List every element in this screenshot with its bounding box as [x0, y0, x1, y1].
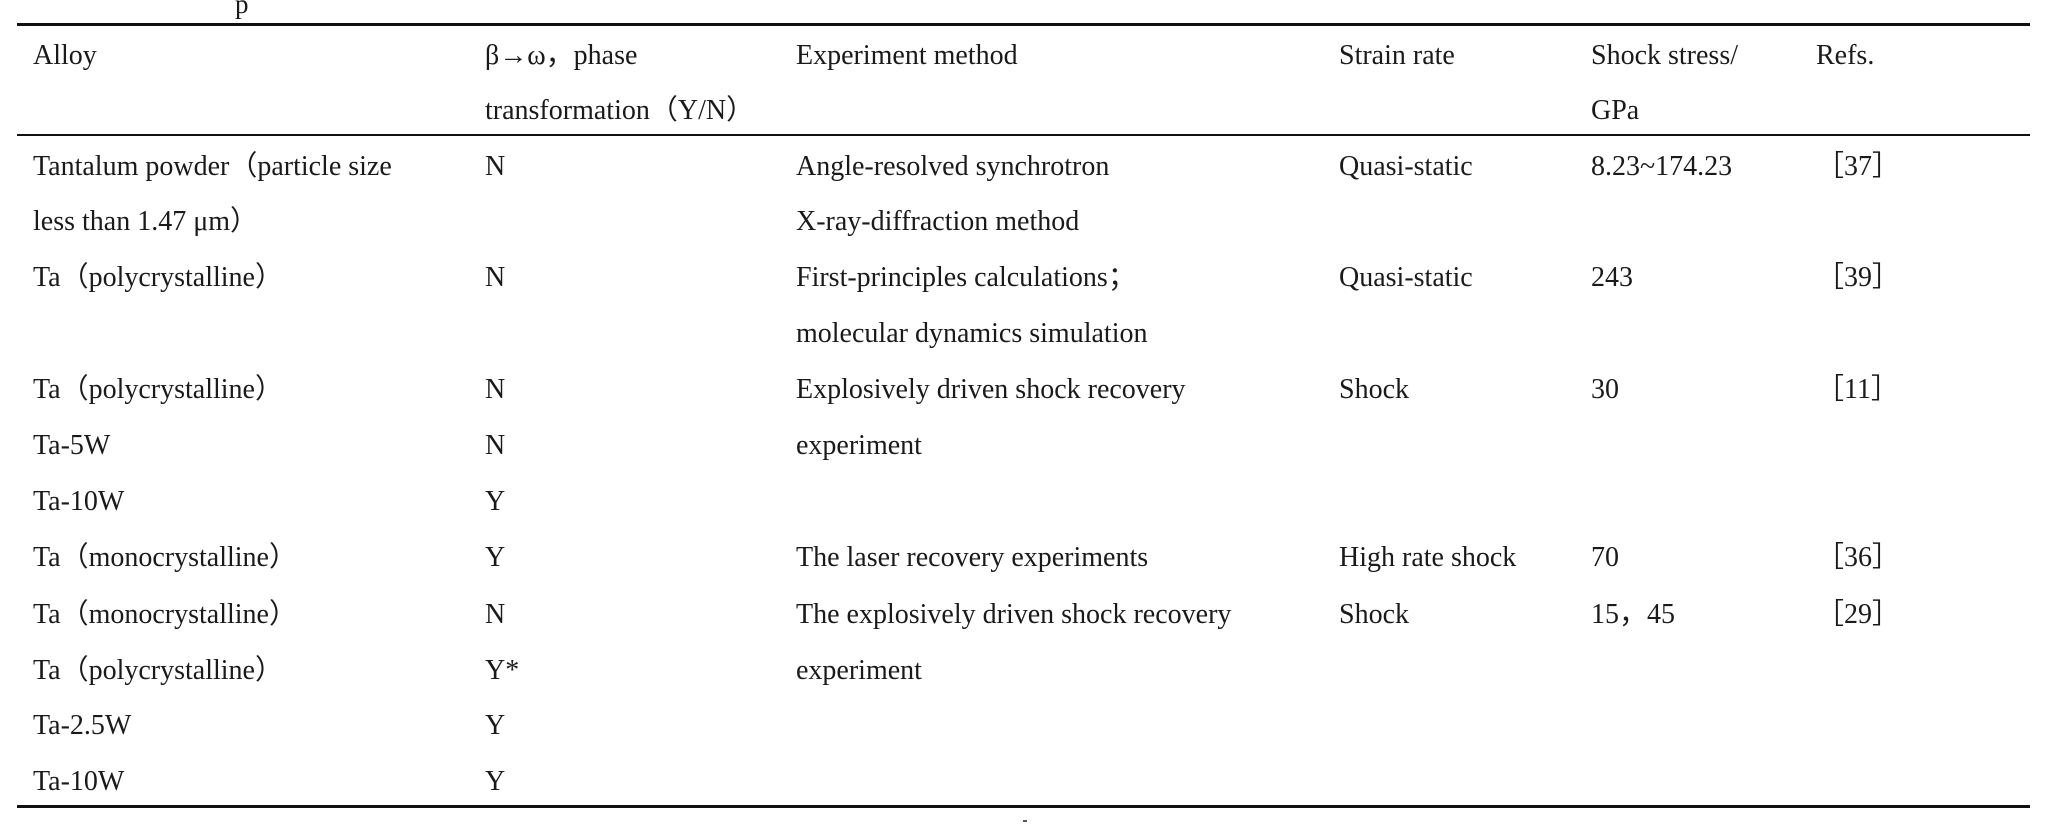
row-5-shock-stress: 15，45 [1591, 599, 1676, 630]
row-4-strain-rate: High rate shock [1339, 542, 1517, 573]
row-2-shock-stress: 243 [1591, 262, 1633, 293]
row-3-phase-line-3: Y [485, 486, 506, 517]
row-5-alloy-line-2: Ta（polycrystalline） [33, 655, 283, 686]
row-3-method-line-1: Explosively driven shock recovery [796, 374, 1186, 405]
row-3-strain-rate: Shock [1339, 374, 1409, 405]
row-5-alloy-line-4: Ta-10W [33, 766, 125, 797]
table-bottom-rule [17, 805, 2030, 808]
row-5-phase-line-3: Y [485, 710, 506, 741]
table-header-rule [17, 134, 2030, 136]
header-phase-line-1: β→ω，phase [485, 40, 638, 71]
row-3-method-line-2: experiment [796, 430, 922, 461]
header-shock-stress-line-1: Shock stress/ [1591, 40, 1738, 71]
row-2-strain-rate: Quasi-static [1339, 262, 1473, 293]
row-1-method-line-2: X-ray-diffraction method [796, 206, 1080, 237]
row-2-reference: ［39］ [1816, 262, 1901, 293]
header-strain-rate: Strain rate [1339, 40, 1455, 71]
row-5-phase-line-2: Y* [485, 655, 520, 686]
row-4-reference: ［36］ [1816, 542, 1901, 573]
row-2-method-line-1: First-principles calculations； [796, 262, 1136, 293]
header-phase-line-2: transformation（Y/N） [485, 95, 755, 126]
row-2-method-line-2: molecular dynamics simulation [796, 318, 1148, 349]
row-1-strain-rate: Quasi-static [1339, 151, 1473, 182]
row-5-reference: ［29］ [1816, 599, 1901, 630]
row-4-method: The laser recovery experiments [796, 542, 1149, 573]
row-5-phase-line-1: N [485, 599, 506, 630]
row-3-phase-line-1: N [485, 374, 506, 405]
row-3-alloy-line-1: Ta（polycrystalline） [33, 374, 283, 405]
row-1-alloy-line-1: Tantalum powder（particle size [33, 151, 392, 182]
header-alloy: Alloy [33, 40, 97, 71]
row-1-phase-transformation: N [485, 151, 506, 182]
row-1-reference: ［37］ [1816, 151, 1901, 182]
row-5-alloy-line-1: Ta（monocrystalline） [33, 599, 297, 630]
row-1-shock-stress: 8.23~174.23 [1591, 151, 1733, 182]
row-1-method-line-1: Angle-resolved synchrotron [796, 151, 1110, 182]
cropped-caption-fragment: p [235, 0, 249, 19]
row-4-phase-transformation: Y [485, 542, 506, 573]
page-mark [1023, 820, 1027, 822]
row-5-method-line-1: The explosively driven shock recovery [796, 599, 1232, 630]
row-5-phase-line-4: Y [485, 766, 506, 797]
row-2-alloy: Ta（polycrystalline） [33, 262, 283, 293]
row-4-shock-stress: 70 [1591, 542, 1619, 573]
row-5-method-line-2: experiment [796, 655, 922, 686]
row-3-shock-stress: 30 [1591, 374, 1619, 405]
row-3-reference: ［11］ [1816, 374, 1899, 405]
row-3-phase-line-2: N [485, 430, 506, 461]
row-3-alloy-line-2: Ta-5W [33, 430, 111, 461]
header-refs: Refs. [1816, 40, 1875, 71]
header-experiment-method: Experiment method [796, 40, 1018, 71]
header-shock-stress-line-2: GPa [1591, 95, 1640, 126]
row-3-alloy-line-3: Ta-10W [33, 486, 125, 517]
row-1-alloy-line-2: less than 1.47 μm） [33, 206, 258, 237]
row-4-alloy: Ta（monocrystalline） [33, 542, 297, 573]
table-top-rule [17, 23, 2030, 26]
row-5-alloy-line-3: Ta-2.5W [33, 710, 132, 741]
row-2-phase-transformation: N [485, 262, 506, 293]
row-5-strain-rate: Shock [1339, 599, 1409, 630]
